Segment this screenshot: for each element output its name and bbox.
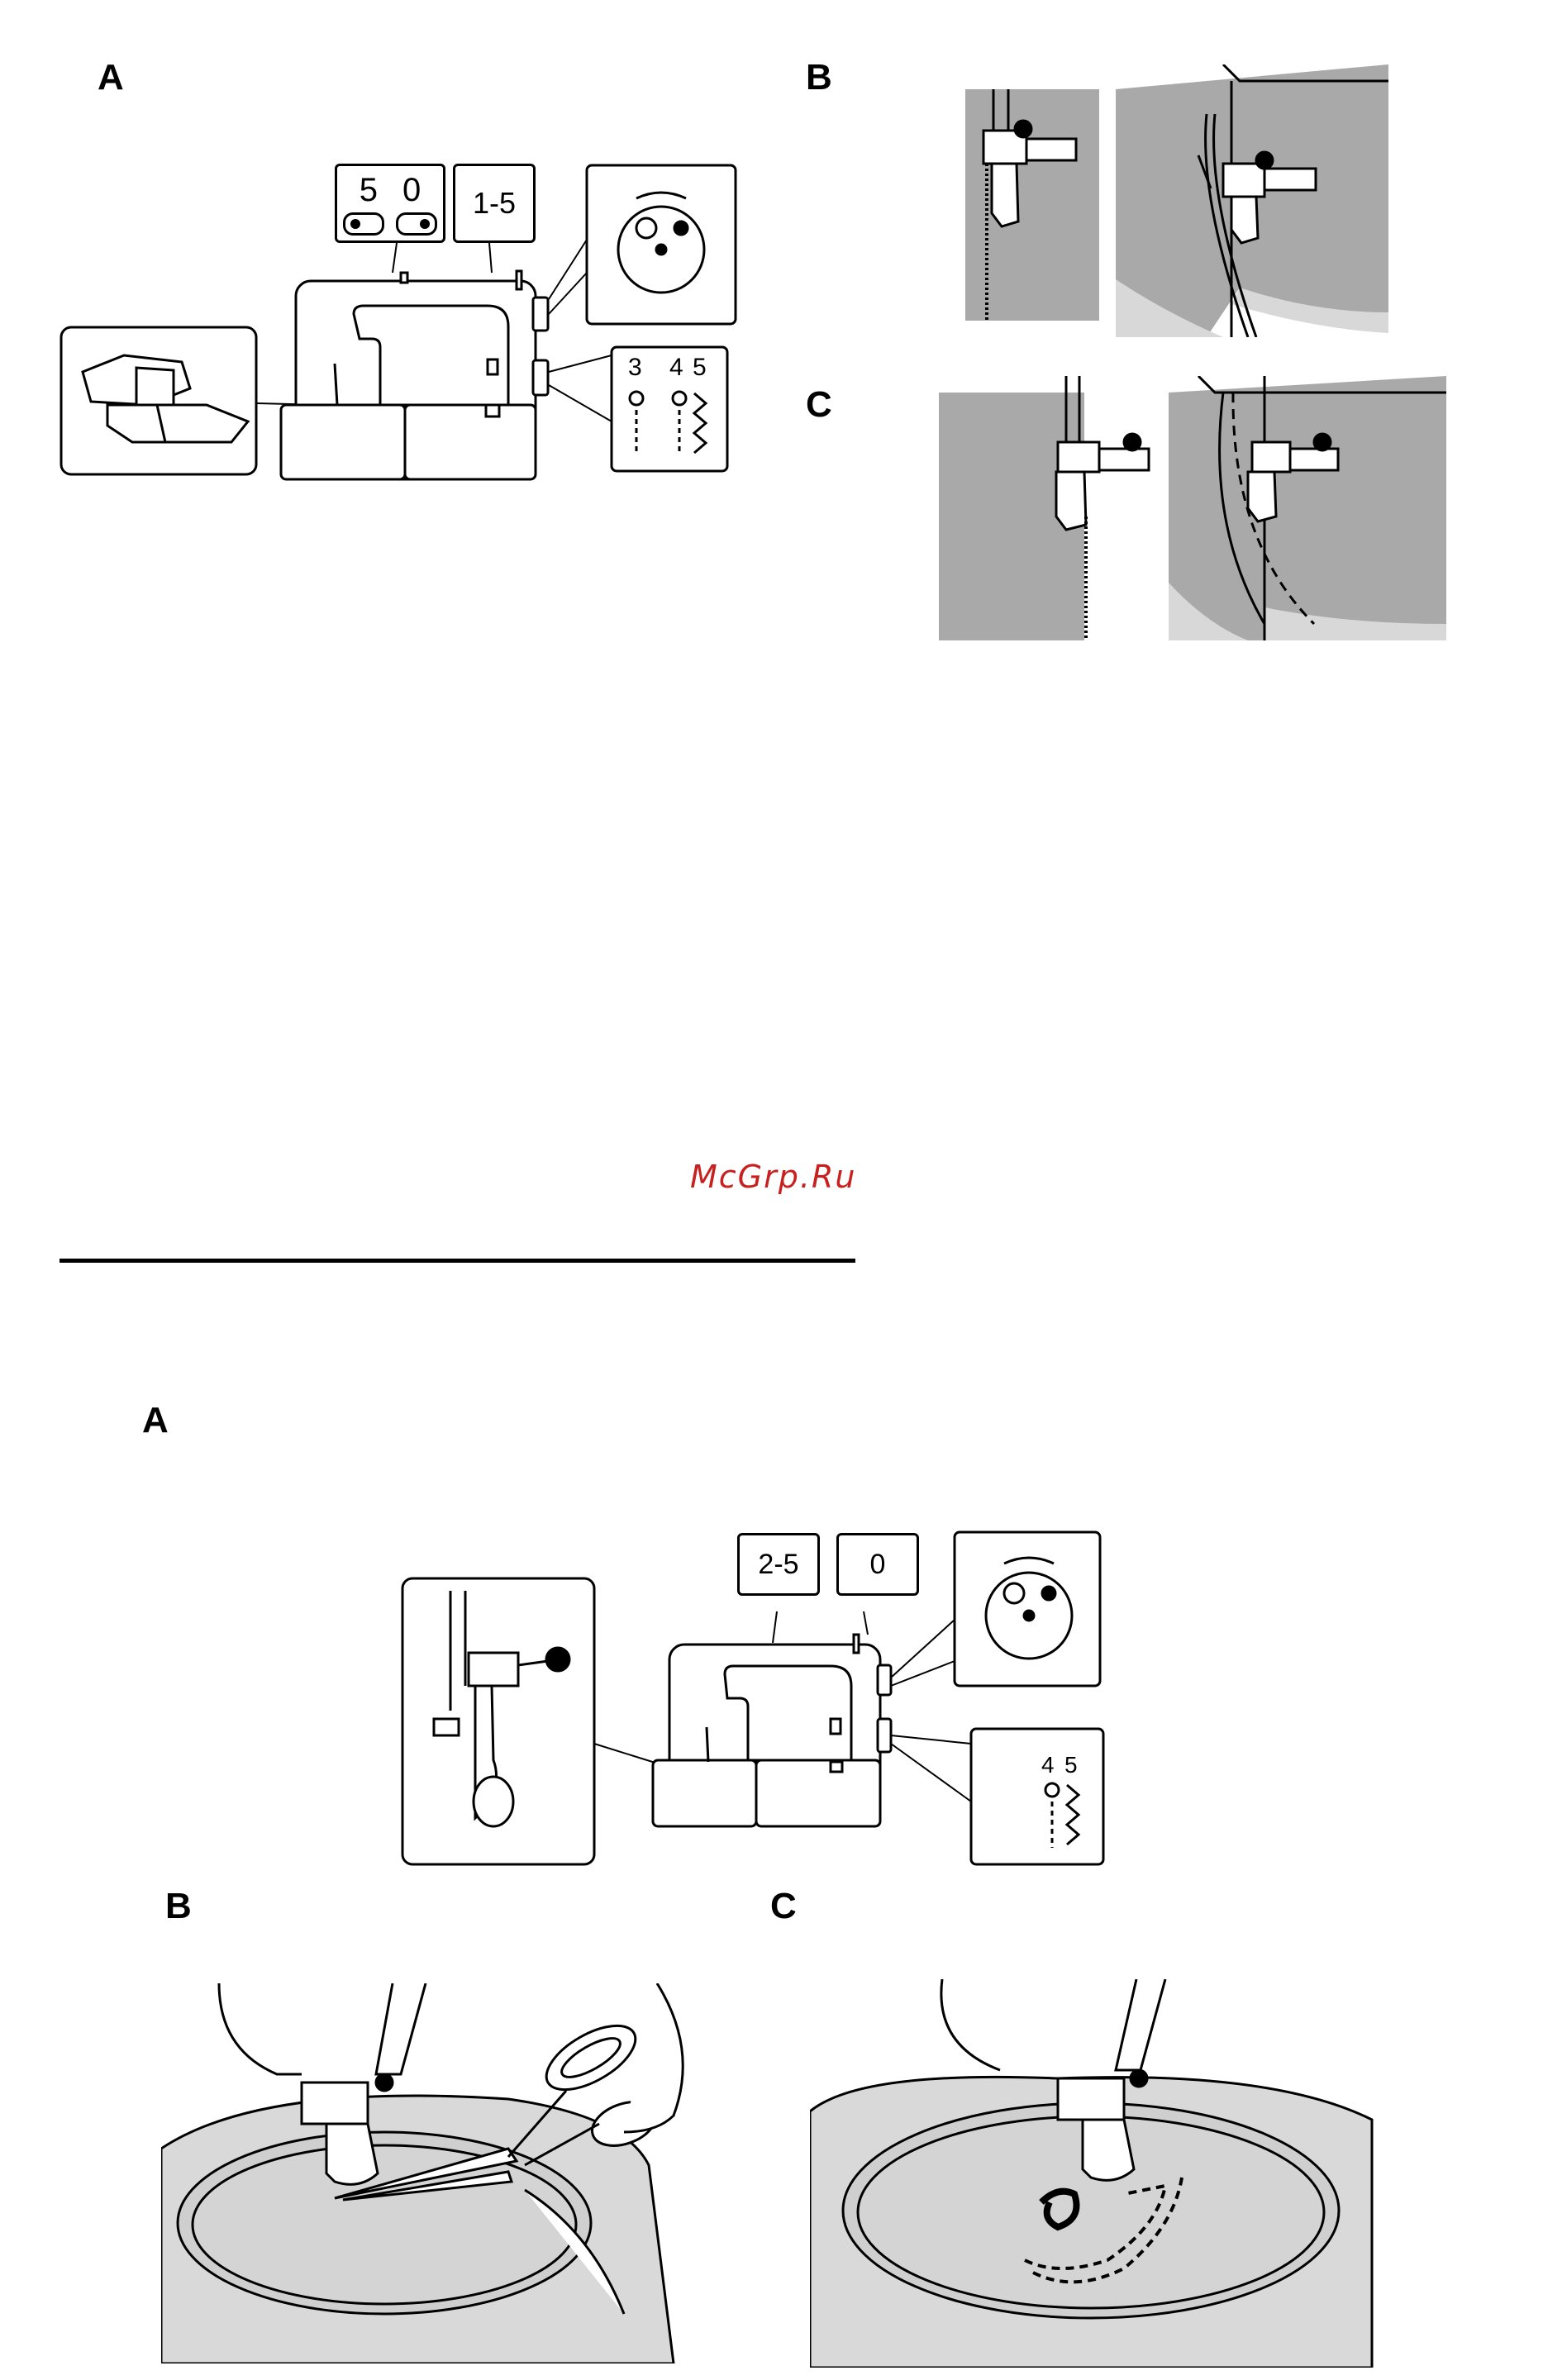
bottom-embroidery-hoop-scissors-diagram [161, 1983, 715, 2363]
speed-value-5: 5 [360, 172, 378, 209]
top-figure-b-label: B [806, 60, 832, 96]
speed-slider-icon [343, 212, 384, 236]
top-figure-c-label: C [806, 387, 832, 423]
bottom-figure-c-label: C [770, 1888, 797, 1925]
top-stitch-length-callout: 1-5 [453, 164, 536, 243]
top-pattern-number-5: 5 [693, 354, 707, 382]
top-figure-a-label: A [98, 60, 124, 96]
top-zipper-foot-diagram-b [959, 64, 1388, 337]
top-pattern-number-3: 3 [628, 354, 642, 382]
sewing-machine-body [281, 271, 548, 479]
bottom-stitch-length-callout: 2-5 [737, 1533, 820, 1596]
speed-value-0: 0 [402, 172, 421, 209]
section-divider [60, 1259, 855, 1263]
top-pattern-number-4: 4 [669, 354, 683, 382]
bottom-figure-b-label: B [165, 1888, 192, 1925]
bottom-figure-a-label: A [142, 1402, 169, 1439]
top-speed-callout: 5 0 [335, 164, 445, 243]
bottom-pattern-number-4: 4 [1041, 1752, 1055, 1778]
speed-slider-icon [396, 212, 437, 236]
bottom-pattern-number-5: 5 [1064, 1752, 1078, 1778]
watermark: McGrp.Ru [690, 1159, 856, 1195]
bottom-speed-callout: 0 [836, 1533, 919, 1596]
top-zipper-foot-diagram-c [934, 376, 1446, 649]
bottom-embroidery-hoop-stitching-diagram [810, 1979, 1388, 2368]
embroidery-hoop [178, 2132, 591, 2314]
